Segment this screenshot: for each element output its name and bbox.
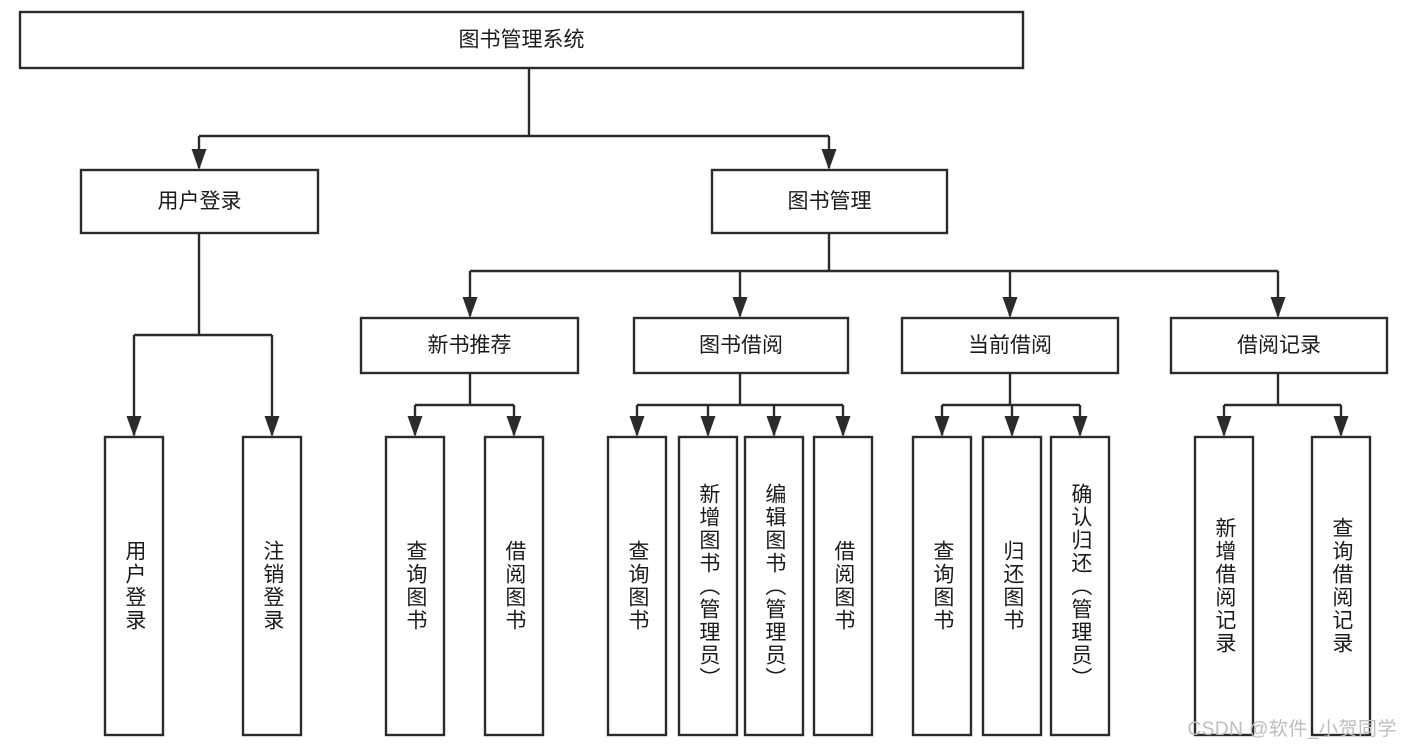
arrow-head bbox=[1216, 416, 1232, 437]
edges-layer bbox=[126, 68, 1349, 437]
node-new-book-recommend[interactable]: 新书推荐 bbox=[359, 316, 580, 375]
arrow-head bbox=[934, 416, 950, 437]
node-label-book-management: 图书管理 bbox=[788, 190, 872, 213]
arrow-head bbox=[821, 149, 837, 170]
node-box-user-login[interactable] bbox=[79, 168, 320, 235]
node-add-book[interactable] bbox=[677, 435, 739, 737]
node-borrow-record[interactable]: 借阅记录 bbox=[1169, 316, 1389, 375]
node-box-edit-book[interactable] bbox=[743, 435, 805, 737]
node-edit-book[interactable] bbox=[743, 435, 805, 737]
node-box-query-borrow-record[interactable] bbox=[1310, 435, 1372, 737]
node-query-book-1[interactable] bbox=[384, 435, 446, 737]
arrow-head bbox=[407, 416, 423, 437]
edge-user-login-to-leaves bbox=[126, 233, 280, 437]
node-box-borrow-record[interactable] bbox=[1169, 316, 1389, 375]
edge-level3-group-3-to-leaves bbox=[1216, 373, 1349, 437]
edge-level3-group-2-to-leaves bbox=[934, 373, 1088, 437]
edge-book-management-to-level3 bbox=[462, 232, 1286, 318]
node-borrow-book-2[interactable] bbox=[812, 435, 874, 737]
arrow-head bbox=[126, 416, 142, 437]
node-box-book-management[interactable] bbox=[710, 168, 949, 235]
arrow-head bbox=[1002, 297, 1018, 318]
node-box-user-logout[interactable] bbox=[241, 435, 303, 737]
node-book-management[interactable]: 图书管理 bbox=[710, 168, 949, 235]
edge-level3-group-0-to-leaves bbox=[407, 373, 522, 437]
arrow-head bbox=[1270, 297, 1286, 318]
arrow-head bbox=[835, 416, 851, 437]
node-box-query-book-1[interactable] bbox=[384, 435, 446, 737]
edge-root-to-level2 bbox=[191, 68, 837, 170]
arrow-head bbox=[629, 416, 645, 437]
node-label-new-book-recommend: 新书推荐 bbox=[428, 334, 512, 357]
arrow-head bbox=[1333, 416, 1349, 437]
node-confirm-return[interactable] bbox=[1049, 435, 1111, 737]
node-box-confirm-return[interactable] bbox=[1049, 435, 1111, 737]
arrow-head bbox=[264, 416, 280, 437]
node-borrow-book-1[interactable] bbox=[483, 435, 545, 737]
node-box-root[interactable] bbox=[18, 10, 1025, 70]
node-box-borrow-book-2[interactable] bbox=[812, 435, 874, 737]
node-label-root: 图书管理系统 bbox=[459, 29, 585, 52]
node-label-user-login: 用户登录 bbox=[158, 190, 242, 213]
node-box-add-book[interactable] bbox=[677, 435, 739, 737]
node-user-logout[interactable] bbox=[241, 435, 303, 737]
node-box-borrow-book-1[interactable] bbox=[483, 435, 545, 737]
edge-level3-group-1-to-leaves bbox=[629, 373, 851, 437]
node-box-new-book-recommend[interactable] bbox=[359, 316, 580, 375]
node-box-return-book[interactable] bbox=[981, 435, 1043, 737]
arrow-head bbox=[462, 297, 478, 318]
node-user-login-do[interactable] bbox=[103, 435, 165, 737]
watermark: CSDN @软件_小贺同学 bbox=[1187, 719, 1397, 740]
node-user-login[interactable]: 用户登录 bbox=[79, 168, 320, 235]
node-book-borrow[interactable]: 图书借阅 bbox=[632, 316, 850, 375]
node-add-borrow-record[interactable] bbox=[1193, 435, 1255, 737]
node-box-book-borrow[interactable] bbox=[632, 316, 850, 375]
arrow-head bbox=[1072, 416, 1088, 437]
arrow-head bbox=[1004, 416, 1020, 437]
node-root[interactable]: 图书管理系统 bbox=[18, 10, 1025, 70]
node-label-book-borrow: 图书借阅 bbox=[699, 334, 783, 357]
node-box-current-borrow[interactable] bbox=[900, 316, 1120, 375]
node-box-user-login-do[interactable] bbox=[103, 435, 165, 737]
node-box-query-book-3[interactable] bbox=[911, 435, 973, 737]
arrow-head bbox=[506, 416, 522, 437]
arrow-head bbox=[766, 416, 782, 437]
node-current-borrow[interactable]: 当前借阅 bbox=[900, 316, 1120, 375]
node-return-book[interactable] bbox=[981, 435, 1043, 737]
node-label-current-borrow: 当前借阅 bbox=[968, 334, 1052, 357]
arrow-head bbox=[700, 416, 716, 437]
node-query-book-3[interactable] bbox=[911, 435, 973, 737]
node-box-add-borrow-record[interactable] bbox=[1193, 435, 1255, 737]
arrow-head bbox=[191, 149, 207, 170]
node-box-query-book-2[interactable] bbox=[606, 435, 668, 737]
arrow-head bbox=[732, 297, 748, 318]
node-label-borrow-record: 借阅记录 bbox=[1237, 334, 1321, 357]
node-query-book-2[interactable] bbox=[606, 435, 668, 737]
node-query-borrow-record[interactable] bbox=[1310, 435, 1372, 737]
